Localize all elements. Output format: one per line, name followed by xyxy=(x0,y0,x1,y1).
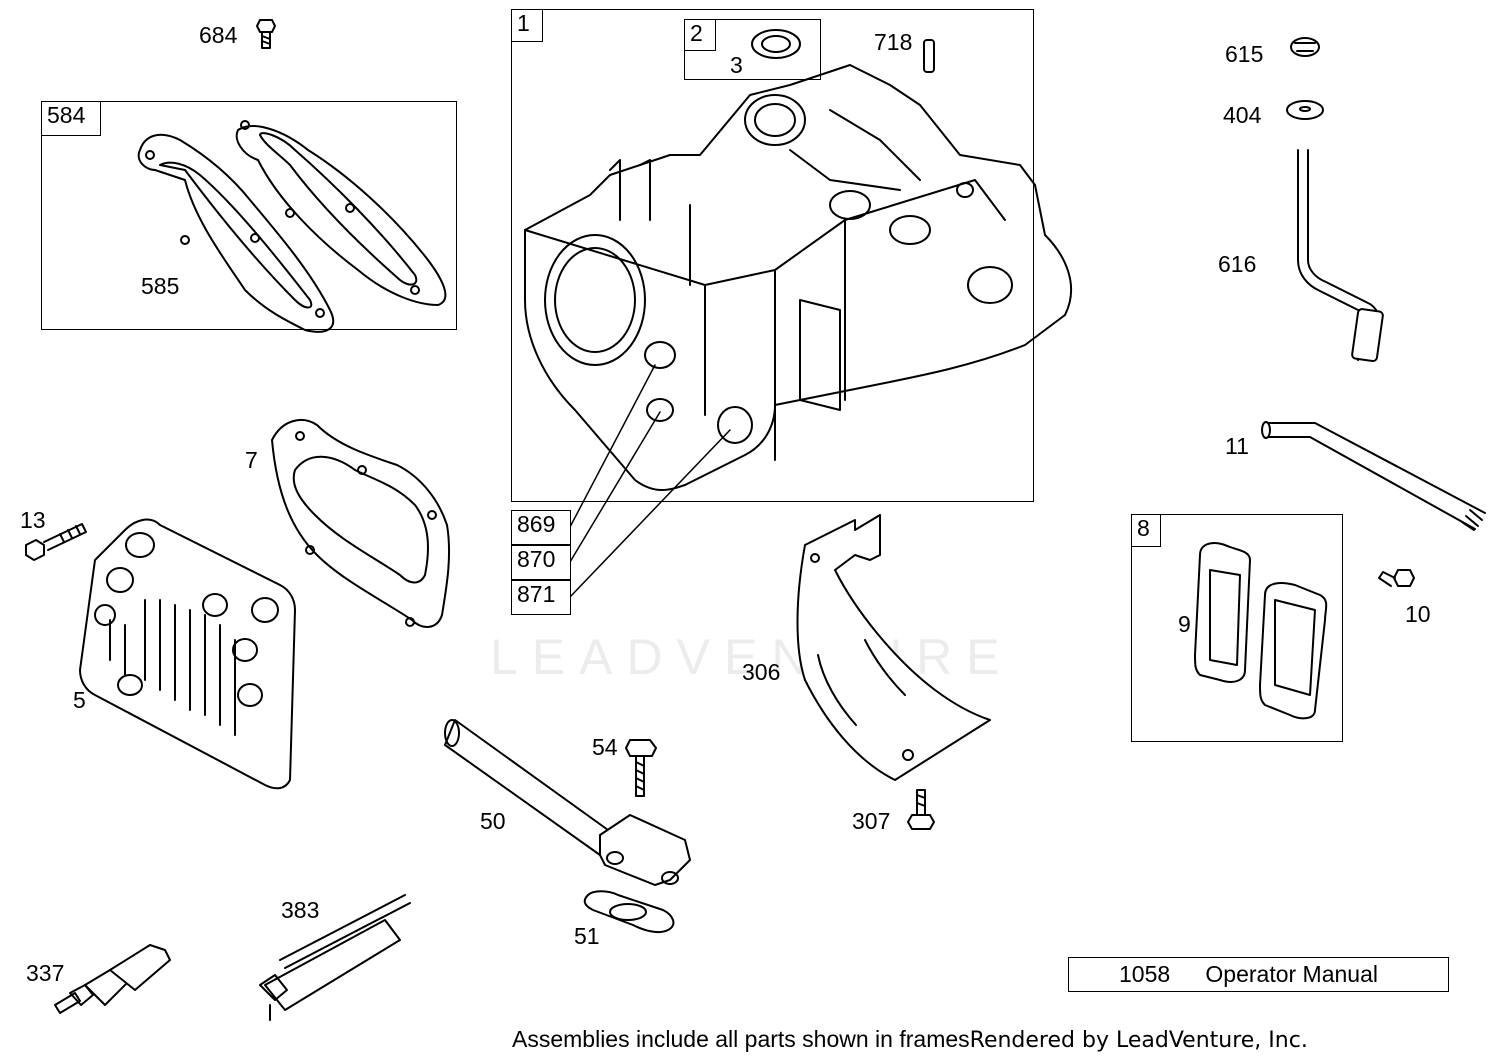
part-9-breather-gasket[interactable] xyxy=(1194,542,1251,683)
callout-871[interactable]: 871 xyxy=(511,580,571,615)
callout-584[interactable]: 584 xyxy=(41,101,101,136)
leader-lines xyxy=(569,364,731,598)
manual-number: 1058 xyxy=(1119,961,1171,987)
part-13-head-bolt[interactable] xyxy=(25,523,87,561)
part-307-screw[interactable] xyxy=(907,789,935,830)
part-3-oil-seal[interactable] xyxy=(751,29,801,59)
part-616-dipstick[interactable] xyxy=(1297,149,1384,363)
callout-7[interactable]: 7 xyxy=(245,447,258,473)
part-306-air-guide[interactable] xyxy=(796,514,991,781)
part-54-screw[interactable] xyxy=(625,739,657,797)
callout-616[interactable]: 616 xyxy=(1218,251,1257,277)
callout-10[interactable]: 10 xyxy=(1405,601,1431,627)
frame-8 xyxy=(1131,514,1343,742)
part-383-spark-plug-wrench[interactable] xyxy=(259,894,411,1021)
manual-label: Operator Manual xyxy=(1205,961,1378,987)
part-337-spark-plug[interactable] xyxy=(54,944,171,1014)
callout-1[interactable]: 1 xyxy=(511,9,543,42)
callout-684[interactable]: 684 xyxy=(199,22,238,48)
callout-870[interactable]: 870 xyxy=(511,545,571,580)
callout-5[interactable]: 5 xyxy=(73,687,86,713)
callout-718[interactable]: 718 xyxy=(874,29,913,55)
callout-9[interactable]: 9 xyxy=(1178,611,1191,637)
part-404-washer[interactable] xyxy=(1286,100,1324,120)
part-51-intake-gasket[interactable] xyxy=(583,890,675,934)
frame-1 xyxy=(511,9,1034,502)
part-8-breather[interactable] xyxy=(1259,582,1328,720)
callout-337[interactable]: 337 xyxy=(26,960,65,986)
part-5-cylinder-head[interactable] xyxy=(79,518,296,790)
part-1-cylinder-block[interactable] xyxy=(524,64,1073,491)
callout-3[interactable]: 3 xyxy=(730,52,743,78)
footer-rendered-by: Rendered by LeadVenture, Inc. xyxy=(969,1028,1308,1053)
part-718-dowel-pin[interactable] xyxy=(923,39,935,73)
part-7-head-gasket[interactable] xyxy=(271,419,451,628)
operator-manual-box[interactable]: 1058 Operator Manual xyxy=(1068,957,1449,992)
callout-615[interactable]: 615 xyxy=(1225,41,1264,67)
callout-8[interactable]: 8 xyxy=(1131,514,1161,547)
callout-54[interactable]: 54 xyxy=(592,734,618,760)
callout-13[interactable]: 13 xyxy=(20,507,46,533)
footer: Assemblies include all parts shown in fr… xyxy=(512,1028,1308,1052)
callout-2[interactable]: 2 xyxy=(684,19,716,51)
callout-306[interactable]: 306 xyxy=(742,659,781,685)
part-50-intake-tube[interactable] xyxy=(444,719,691,886)
callout-307[interactable]: 307 xyxy=(852,808,891,834)
part-11-dipstick-tube[interactable] xyxy=(1261,421,1486,531)
footer-note: Assemblies include all parts shown in fr… xyxy=(512,1026,970,1052)
callout-404[interactable]: 404 xyxy=(1223,102,1262,128)
part-615-grommet[interactable] xyxy=(1290,37,1320,57)
callout-51[interactable]: 51 xyxy=(574,923,600,949)
callout-50[interactable]: 50 xyxy=(480,808,506,834)
callout-383[interactable]: 383 xyxy=(281,897,320,923)
part-684-screw[interactable] xyxy=(256,19,276,49)
callout-585[interactable]: 585 xyxy=(141,273,180,299)
callout-11[interactable]: 11 xyxy=(1225,433,1249,459)
frame-584 xyxy=(41,101,457,330)
part-10-bolt[interactable] xyxy=(1378,569,1415,587)
callout-869[interactable]: 869 xyxy=(511,510,571,545)
